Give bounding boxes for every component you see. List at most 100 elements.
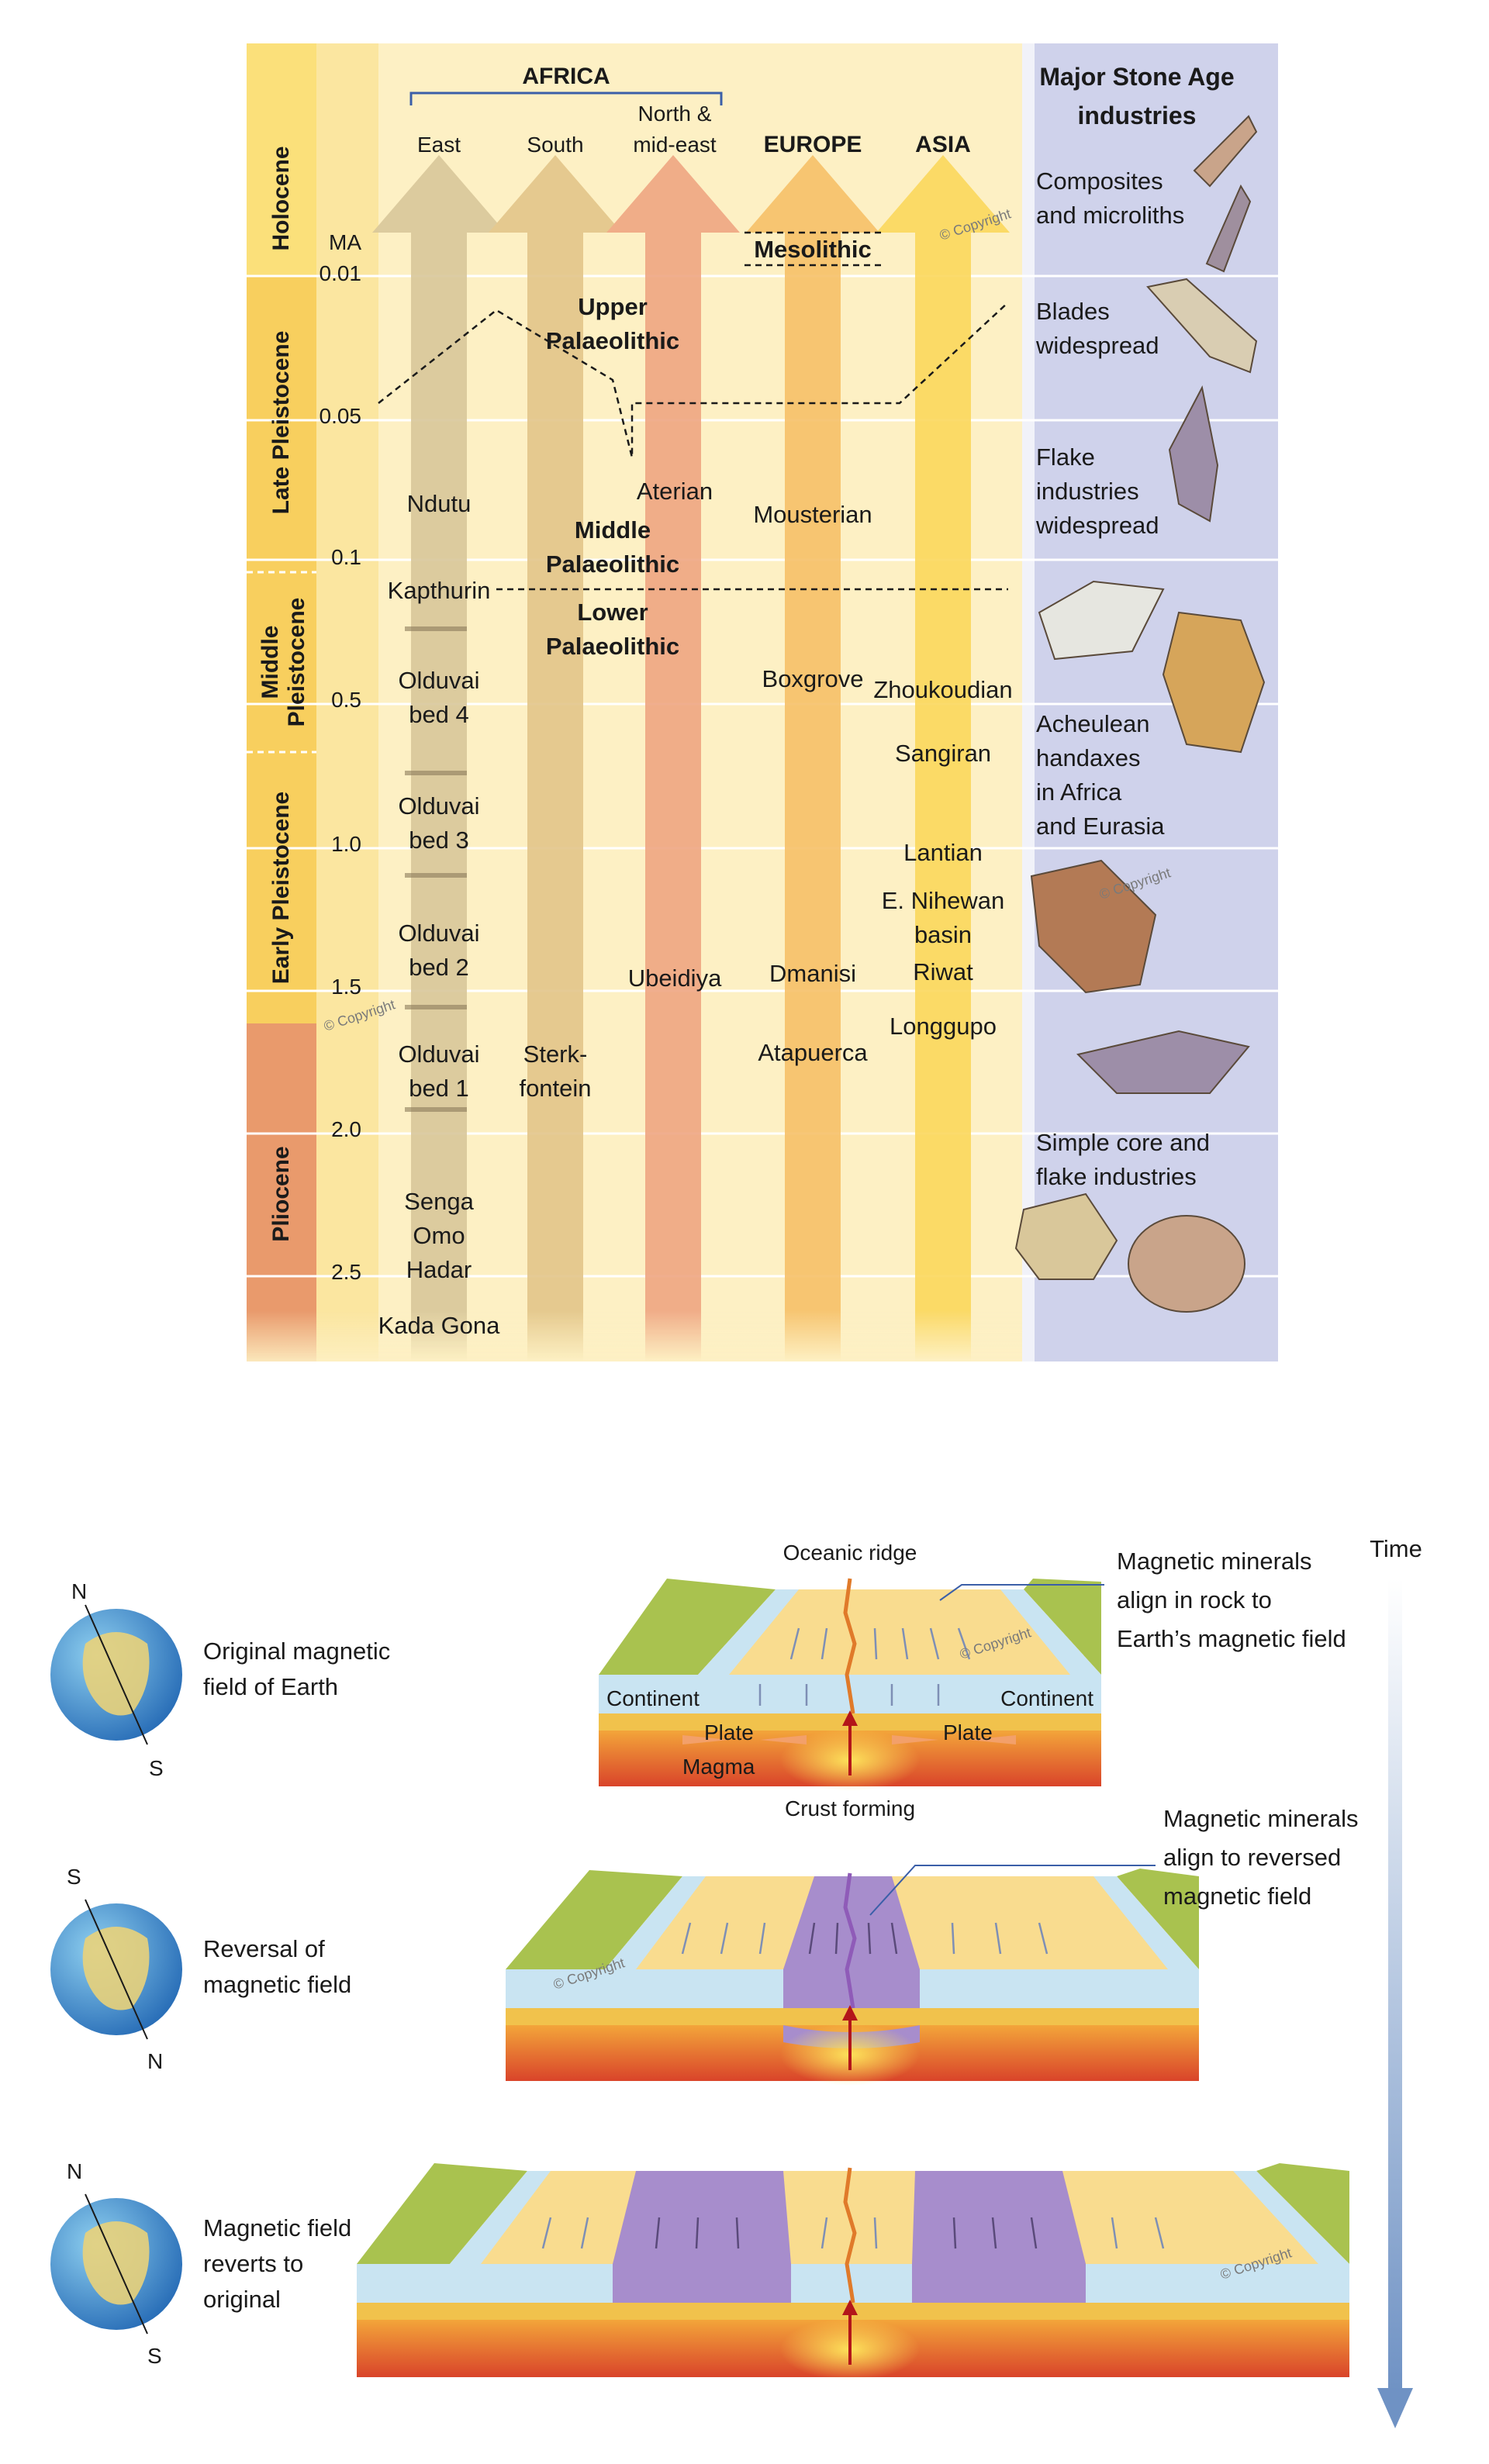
epoch-label-holocene: Holocene — [268, 146, 294, 250]
industry-flake-1: Flake — [1036, 443, 1095, 471]
site-mousterian: Mousterian — [753, 501, 872, 528]
continent-surface — [1117, 1869, 1199, 1969]
industry-composites-1: Composites — [1036, 167, 1163, 195]
site-sterkfontein-1: Sterk- — [523, 1040, 588, 1068]
site-aterian: Aterian — [637, 478, 713, 505]
africa-bracket — [409, 91, 723, 105]
seafloor-block-1: Oceanic ridge Continent Continent Plate … — [599, 1541, 1104, 1820]
site-riwat: Riwat — [913, 958, 973, 985]
time-label: Time — [1370, 1535, 1422, 1562]
industry-acheulean-2: handaxes — [1036, 744, 1140, 771]
axis-tick: 1.5 — [331, 975, 361, 999]
site-olduvai4-2: bed 4 — [409, 701, 469, 728]
industry-simple-1: Simple core and — [1036, 1129, 1210, 1156]
site-senga-2: Omo — [413, 1222, 465, 1249]
stone-age-header-1: Major Stone Age — [1039, 63, 1234, 91]
period-upper-2: Palaeolithic — [546, 327, 679, 354]
col-asia: ASIA — [915, 132, 971, 157]
axis-tick: 2.5 — [331, 1260, 361, 1284]
plate-right-label: Plate — [943, 1720, 993, 1744]
globe-caption: field of Earth — [203, 1673, 338, 1700]
continent-surface — [506, 1870, 682, 1969]
col-south: South — [527, 133, 583, 157]
site-olduvai1-1: Olduvai — [398, 1040, 479, 1068]
pole-top: N — [71, 1579, 87, 1603]
industry-acheulean-3: in Africa — [1036, 778, 1122, 806]
epoch-middle-pleistocene — [247, 572, 316, 752]
callout-line-text: align in rock to — [1117, 1586, 1272, 1613]
period-middle-2: Palaeolithic — [546, 550, 679, 578]
period-middle-1: Middle — [575, 516, 651, 544]
epoch-late-pleistocene — [247, 276, 316, 572]
site-olduvai3-2: bed 3 — [409, 827, 469, 854]
axis-tick: 2.0 — [331, 1117, 361, 1141]
site-olduvai2-1: Olduvai — [398, 920, 479, 947]
axis-unit: MA — [329, 230, 361, 254]
period-lower-2: Palaeolithic — [546, 633, 679, 660]
callout-line-text: Earth’s magnetic field — [1117, 1625, 1346, 1652]
epoch-label-middle-pleistocene-1: Middle — [257, 626, 283, 699]
ridge-top — [698, 1589, 1101, 1675]
globe-original: N S Original magnetic field of Earth — [50, 1579, 390, 1780]
industry-blades-1: Blades — [1036, 298, 1110, 325]
site-atapuerca: Atapuerca — [758, 1039, 868, 1066]
callout-line-text: magnetic field — [1163, 1883, 1311, 1910]
site-lantian: Lantian — [903, 839, 983, 866]
industry-flake-3: widespread — [1035, 512, 1159, 539]
arrow-north — [606, 155, 740, 1361]
continent-surface — [599, 1579, 776, 1675]
industry-acheulean-4: and Eurasia — [1036, 813, 1165, 840]
reversed-field-arrows — [808, 1922, 898, 1955]
plate-left-label: Plate — [704, 1720, 754, 1744]
industry-blades-2: widespread — [1035, 332, 1159, 359]
globe-caption: Original magnetic — [203, 1637, 390, 1665]
period-boundaries — [378, 231, 1009, 591]
handaxe-tool — [1162, 611, 1266, 754]
crust-forming-label: Crust forming — [785, 1796, 915, 1820]
axis-tick: 0.5 — [331, 688, 361, 712]
core-tool — [1030, 859, 1157, 994]
site-ndutu: Ndutu — [407, 490, 472, 517]
globe-caption: original — [203, 2286, 281, 2313]
callout-line — [939, 1584, 1104, 1601]
col-europe: EUROPE — [764, 132, 862, 157]
site-olduvai3-1: Olduvai — [398, 792, 479, 820]
pole-bottom: S — [147, 2344, 162, 2368]
reversed-band — [912, 2171, 1086, 2264]
globe-caption: magnetic field — [203, 1971, 351, 1998]
industry-acheulean-1: Acheulean — [1036, 710, 1150, 737]
continent-surface — [357, 2163, 527, 2264]
axis-tick: 1.0 — [331, 832, 361, 856]
site-olduvai4-1: Olduvai — [398, 667, 479, 694]
period-upper-1: Upper — [578, 293, 648, 320]
site-sterkfontein-2: fontein — [519, 1075, 591, 1102]
epoch-early-pleistocene — [247, 752, 316, 1023]
handaxe-tool — [1038, 580, 1165, 661]
callout-line-text: align to reversed — [1163, 1844, 1341, 1871]
flake-point-tool — [1168, 385, 1219, 523]
period-mesolithic: Mesolithic — [754, 236, 872, 263]
callout-line-text: Magnetic minerals — [1117, 1548, 1312, 1575]
globe-caption: reverts to — [203, 2250, 303, 2277]
arrow-south — [489, 155, 622, 1361]
pole-bottom: S — [149, 1756, 164, 1780]
pebble-tool — [1128, 1215, 1245, 1313]
oceanic-ridge-label: Oceanic ridge — [783, 1541, 917, 1565]
continent-surface — [1024, 1579, 1101, 1675]
continent-right-label: Continent — [1000, 1686, 1093, 1710]
time-arrow-shaft — [1388, 1579, 1402, 2393]
axis-tick: 0.1 — [331, 545, 361, 569]
lineage-arrows — [247, 155, 1022, 1361]
microlith-tool — [1193, 115, 1258, 188]
industry-composites-2: and microliths — [1036, 202, 1184, 229]
epoch-label-late-pleistocene: Late Pleistocene — [268, 331, 294, 515]
magma-label: Magma — [682, 1755, 755, 1779]
epoch-pliocene — [247, 1023, 316, 1361]
pole-top: S — [67, 1865, 81, 1889]
site-kapthurin: Kapthurin — [388, 577, 491, 604]
pole-bottom: N — [147, 2049, 163, 2073]
seafloor-block-2 — [506, 1865, 1199, 2086]
site-longgupo: Longgupo — [890, 1013, 997, 1040]
axis-tick: 0.01 — [320, 261, 362, 285]
